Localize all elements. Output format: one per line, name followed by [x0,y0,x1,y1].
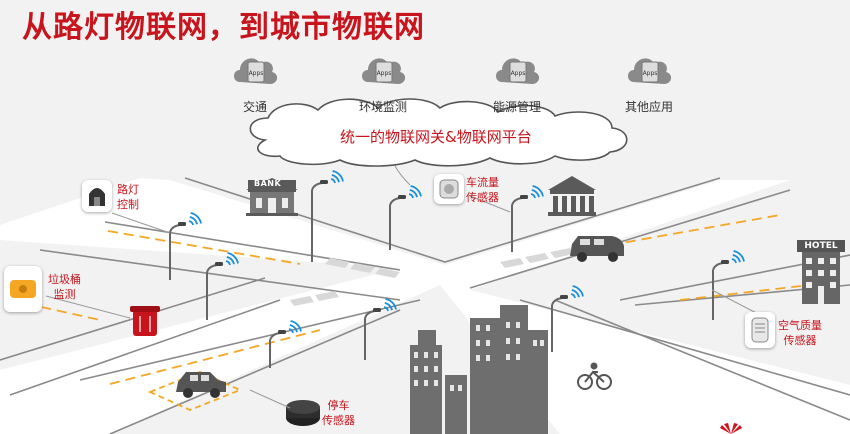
parking-label-line1: 停车 [327,399,350,412]
wifi-signal-icon [530,193,536,199]
air-label: 空气质量 传感器 [778,318,822,348]
wifi-signal-icon [384,302,393,311]
app-energy: Apps 能源管理 [482,52,552,115]
government-building [548,176,596,216]
wifi-signal-icon [288,328,294,334]
garbage-bin-icon [130,306,160,336]
air-callout [745,312,775,348]
wifi-signal-icon [227,252,239,264]
car-icon [176,372,226,398]
bicycle-icon [577,362,612,390]
cloud-icon [249,98,628,167]
parking-label-line2: 传感器 [322,414,355,427]
garbage-label-line1: 垃圾桶 [48,273,81,286]
platform-wrap: 统一的物联网关&物联网平台 [340,126,532,147]
wifi-signal-icon [531,189,540,198]
platform-label: 统一的物联网关&物联网平台 [340,128,532,146]
street-light-icon [511,185,544,252]
parking-sensor-icon [286,400,320,426]
page-title: 从路灯物联网，到城市物联网 [22,10,425,45]
wifi-signal-icon [731,258,737,264]
wifi-signal-icon [289,324,298,333]
traffic-label-line2: 传感器 [466,191,499,204]
wifi-signal-icon [330,178,336,184]
wifi-signal-icon [225,260,231,266]
street-light-icon [206,252,239,320]
streetlight-label-line2: 控制 [117,198,139,211]
app-other: Apps 其他应用 [614,52,684,115]
wifi-signal-icon [189,216,198,225]
wifi-signal-icon [331,174,340,183]
wifi-signal-icon [290,320,302,332]
street-lights [169,170,745,368]
street-light-icon [364,298,397,360]
air-label-line2: 传感器 [783,334,817,347]
wifi-signal-icon [732,254,741,263]
app-icon-text: Apps [377,70,392,77]
bank-building [246,178,298,216]
hotel-building [797,240,845,304]
app-traffic: Apps 交通 [220,52,290,115]
hotel-label: HOTEL [804,241,838,251]
wifi-signal-icon [188,220,194,226]
street-light-icon [269,320,302,368]
app-icon-text: Apps [511,70,526,77]
street-light-icon [712,250,745,320]
garbage-label-line2: 监测 [53,288,76,301]
parking-label: 停车 传感器 [322,398,355,428]
app-cloud-icon: Apps [496,58,540,84]
app-icon-text: Apps [249,70,264,77]
street-light-icon [551,285,584,352]
bank-label: BANK [254,179,282,188]
wifi-signal-icon [570,293,576,299]
street-light-icon [389,185,422,250]
wifi-signal-icon [383,306,389,312]
wifi-signal-icon [409,189,418,198]
wifi-signal-icon [571,289,580,298]
street-light-icon [169,212,202,280]
garbage-callout [4,266,42,312]
wifi-signal-icon [733,250,745,262]
van-icon [570,236,624,262]
street-light-icon [311,170,344,262]
app-label-environment: 环境监测 [358,100,407,114]
app-label-traffic: 交通 [242,100,267,114]
road-network [0,177,850,434]
app-environment: Apps 环境监测 [348,52,418,115]
air-quality-sensor-icon [751,317,769,343]
streetlight-label-line1: 路灯 [117,183,139,196]
garbage-label: 垃圾桶 监测 [48,272,81,302]
app-icon-text: Apps [643,70,658,77]
app-cloud-icon: Apps [234,58,278,84]
wifi-signal-icon [385,298,397,310]
wifi-signal-icon [190,212,202,224]
streetlight-callout [82,180,112,212]
traffic-label: 车流量 传感器 [466,175,499,205]
app-label-energy: 能源管理 [492,100,541,114]
wifi-signal-icon [410,185,422,197]
wifi-signal-icon [408,193,414,199]
wifi-signal-icon [226,256,235,265]
app-label-other: 其他应用 [624,100,673,114]
traffic-sensor-icon [439,179,459,199]
wifi-signal-icon [532,185,544,197]
traffic-callout [434,174,464,204]
wifi-signal-icon [332,170,344,182]
app-cloud-icon: Apps [628,58,672,84]
wifi-signal-icon [572,285,584,297]
app-cloud-icon: Apps [362,58,406,84]
city-skyline [410,305,548,434]
garbage-sensor-icon [10,280,36,298]
air-label-line1: 空气质量 [778,319,822,332]
streetlight-label: 路灯 控制 [117,182,139,212]
brand-logo-icon [720,423,742,434]
streetlight-controller-icon [89,188,105,206]
traffic-label-line1: 车流量 [466,176,499,189]
